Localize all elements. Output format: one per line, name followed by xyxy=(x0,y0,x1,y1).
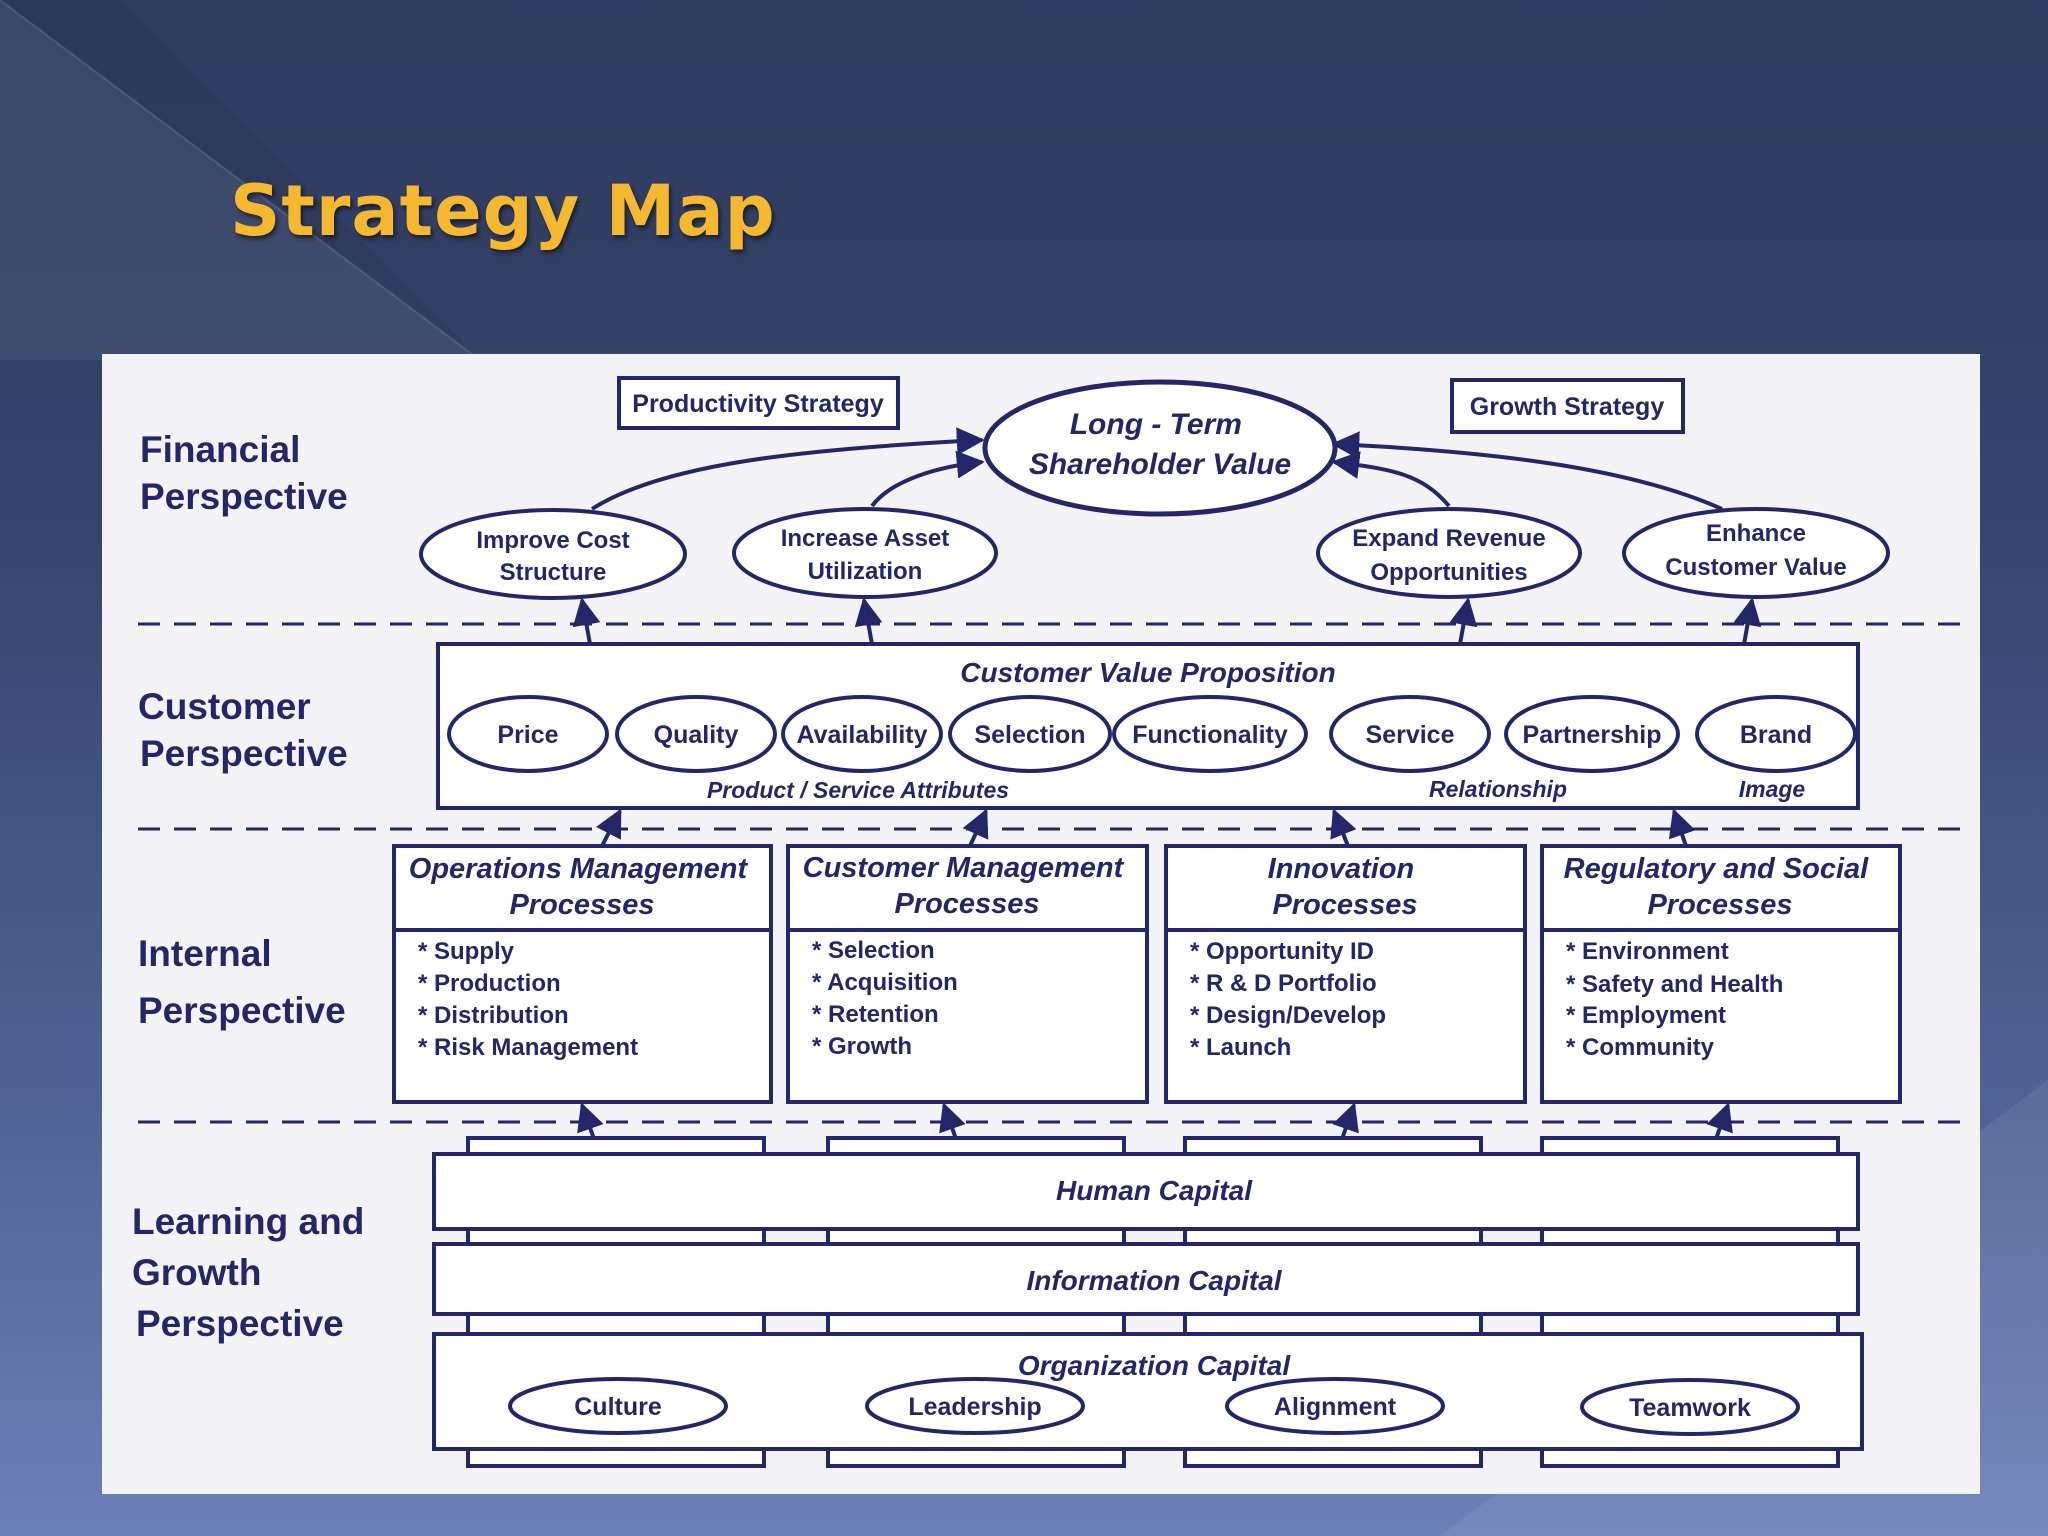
svg-text:Long - Term Shareholder: Long - Term Shareholder Value xyxy=(1029,408,1291,481)
svg-text:Innovation Processes: Innovation Processes xyxy=(1268,853,1423,921)
org-item-alignment: Alignment xyxy=(1225,1377,1445,1435)
svg-text:Operations Management Pr: Operations Management Processes xyxy=(409,853,755,921)
attribute-brand: Brand xyxy=(1695,695,1857,773)
svg-text:Customer Management Proc: Customer Management Processes xyxy=(803,852,1132,920)
human-capital-bar: Human Capital xyxy=(432,1152,1860,1231)
svg-text:Productivity Strategy: Productivity Strategy xyxy=(632,390,884,418)
svg-text:Availability: Availability xyxy=(796,721,927,749)
svg-text:* Selection * Acquisitio: * Selection * Acquisition * Retention * … xyxy=(812,937,964,1060)
svg-text:Functionality: Functionality xyxy=(1132,721,1288,749)
group-image: Image xyxy=(1739,776,1806,802)
svg-text:Growth Strategy: Growth Strategy xyxy=(1470,393,1665,421)
productivity-strategy-box: Productivity Strategy xyxy=(617,376,900,430)
org-item-teamwork: Teamwork xyxy=(1580,1378,1800,1436)
svg-text:Alignment: Alignment xyxy=(1274,1393,1397,1421)
financial-perspective-label: Financial Perspective xyxy=(140,429,348,517)
process-customer-management: Customer Management Processes * Selectio… xyxy=(786,844,1149,1104)
attribute-availability: Availability xyxy=(781,695,943,773)
svg-text:Regulatory and Social Pr: Regulatory and Social Processes xyxy=(1564,853,1877,921)
svg-text:Quality: Quality xyxy=(654,721,739,749)
learning-perspective-label: Learning and Growth Perspective xyxy=(132,1201,375,1344)
attribute-functionality: Functionality xyxy=(1112,695,1308,773)
svg-text:Leadership: Leadership xyxy=(908,1393,1041,1421)
svg-text:Teamwork: Teamwork xyxy=(1629,1394,1751,1422)
strategy-map-panel: Financial Perspective Customer Perspecti… xyxy=(102,354,1980,1494)
svg-text:Selection: Selection xyxy=(974,721,1085,749)
svg-text:* Opportunity ID * R & D: * Opportunity ID * R & D Portfolio * Des… xyxy=(1190,938,1393,1061)
org-item-culture: Culture xyxy=(508,1377,728,1435)
internal-perspective-label: Internal Perspective xyxy=(138,933,346,1031)
attribute-service: Service xyxy=(1329,695,1491,773)
attribute-selection: Selection xyxy=(948,695,1112,773)
attribute-partnership: Partnership xyxy=(1504,695,1680,773)
svg-text:Service: Service xyxy=(1366,721,1455,749)
group-product-service-attributes: Product / Service Attributes xyxy=(707,777,1009,803)
process-regulatory-social: Regulatory and Social Processes * Enviro… xyxy=(1540,844,1902,1104)
group-relationship: Relationship xyxy=(1429,776,1567,802)
svg-text:* Supply * Production: * Supply * Production * Distribution * R… xyxy=(418,938,638,1061)
svg-text:Organization Capital: Organization Capital xyxy=(1018,1350,1291,1381)
growth-strategy-box: Growth Strategy xyxy=(1450,378,1685,434)
org-item-leadership: Leadership xyxy=(865,1377,1085,1435)
customer-perspective-label: Customer Perspective xyxy=(138,686,348,774)
svg-text:Information Capital: Information Capital xyxy=(1026,1265,1282,1296)
svg-text:* Environment * Safety a: * Environment * Safety and Health * Empl… xyxy=(1566,938,1790,1061)
attribute-quality: Quality xyxy=(615,695,777,773)
svg-text:Price: Price xyxy=(497,721,558,749)
strategy-map-diagram: Financial Perspective Customer Perspecti… xyxy=(132,376,1967,1468)
process-operations-management: Operations Management Processes * Supply… xyxy=(392,844,773,1104)
shareholder-value-goal: Long - Term Shareholder Value xyxy=(982,379,1338,517)
perspective-dividers xyxy=(138,622,1967,1124)
information-capital-bar: Information Capital xyxy=(432,1242,1860,1316)
attribute-price: Price xyxy=(447,695,609,773)
slide-title: Strategy Map xyxy=(230,170,776,252)
svg-text:Culture: Culture xyxy=(574,1393,662,1421)
svg-text:Human Capital: Human Capital xyxy=(1056,1175,1253,1206)
svg-text:Brand: Brand xyxy=(1740,721,1812,749)
svg-text:Partnership: Partnership xyxy=(1523,721,1662,749)
svg-text:Customer Value Proposition: Customer Value Proposition xyxy=(960,657,1335,688)
process-innovation: Innovation Processes * Opportunity ID * … xyxy=(1164,844,1527,1104)
